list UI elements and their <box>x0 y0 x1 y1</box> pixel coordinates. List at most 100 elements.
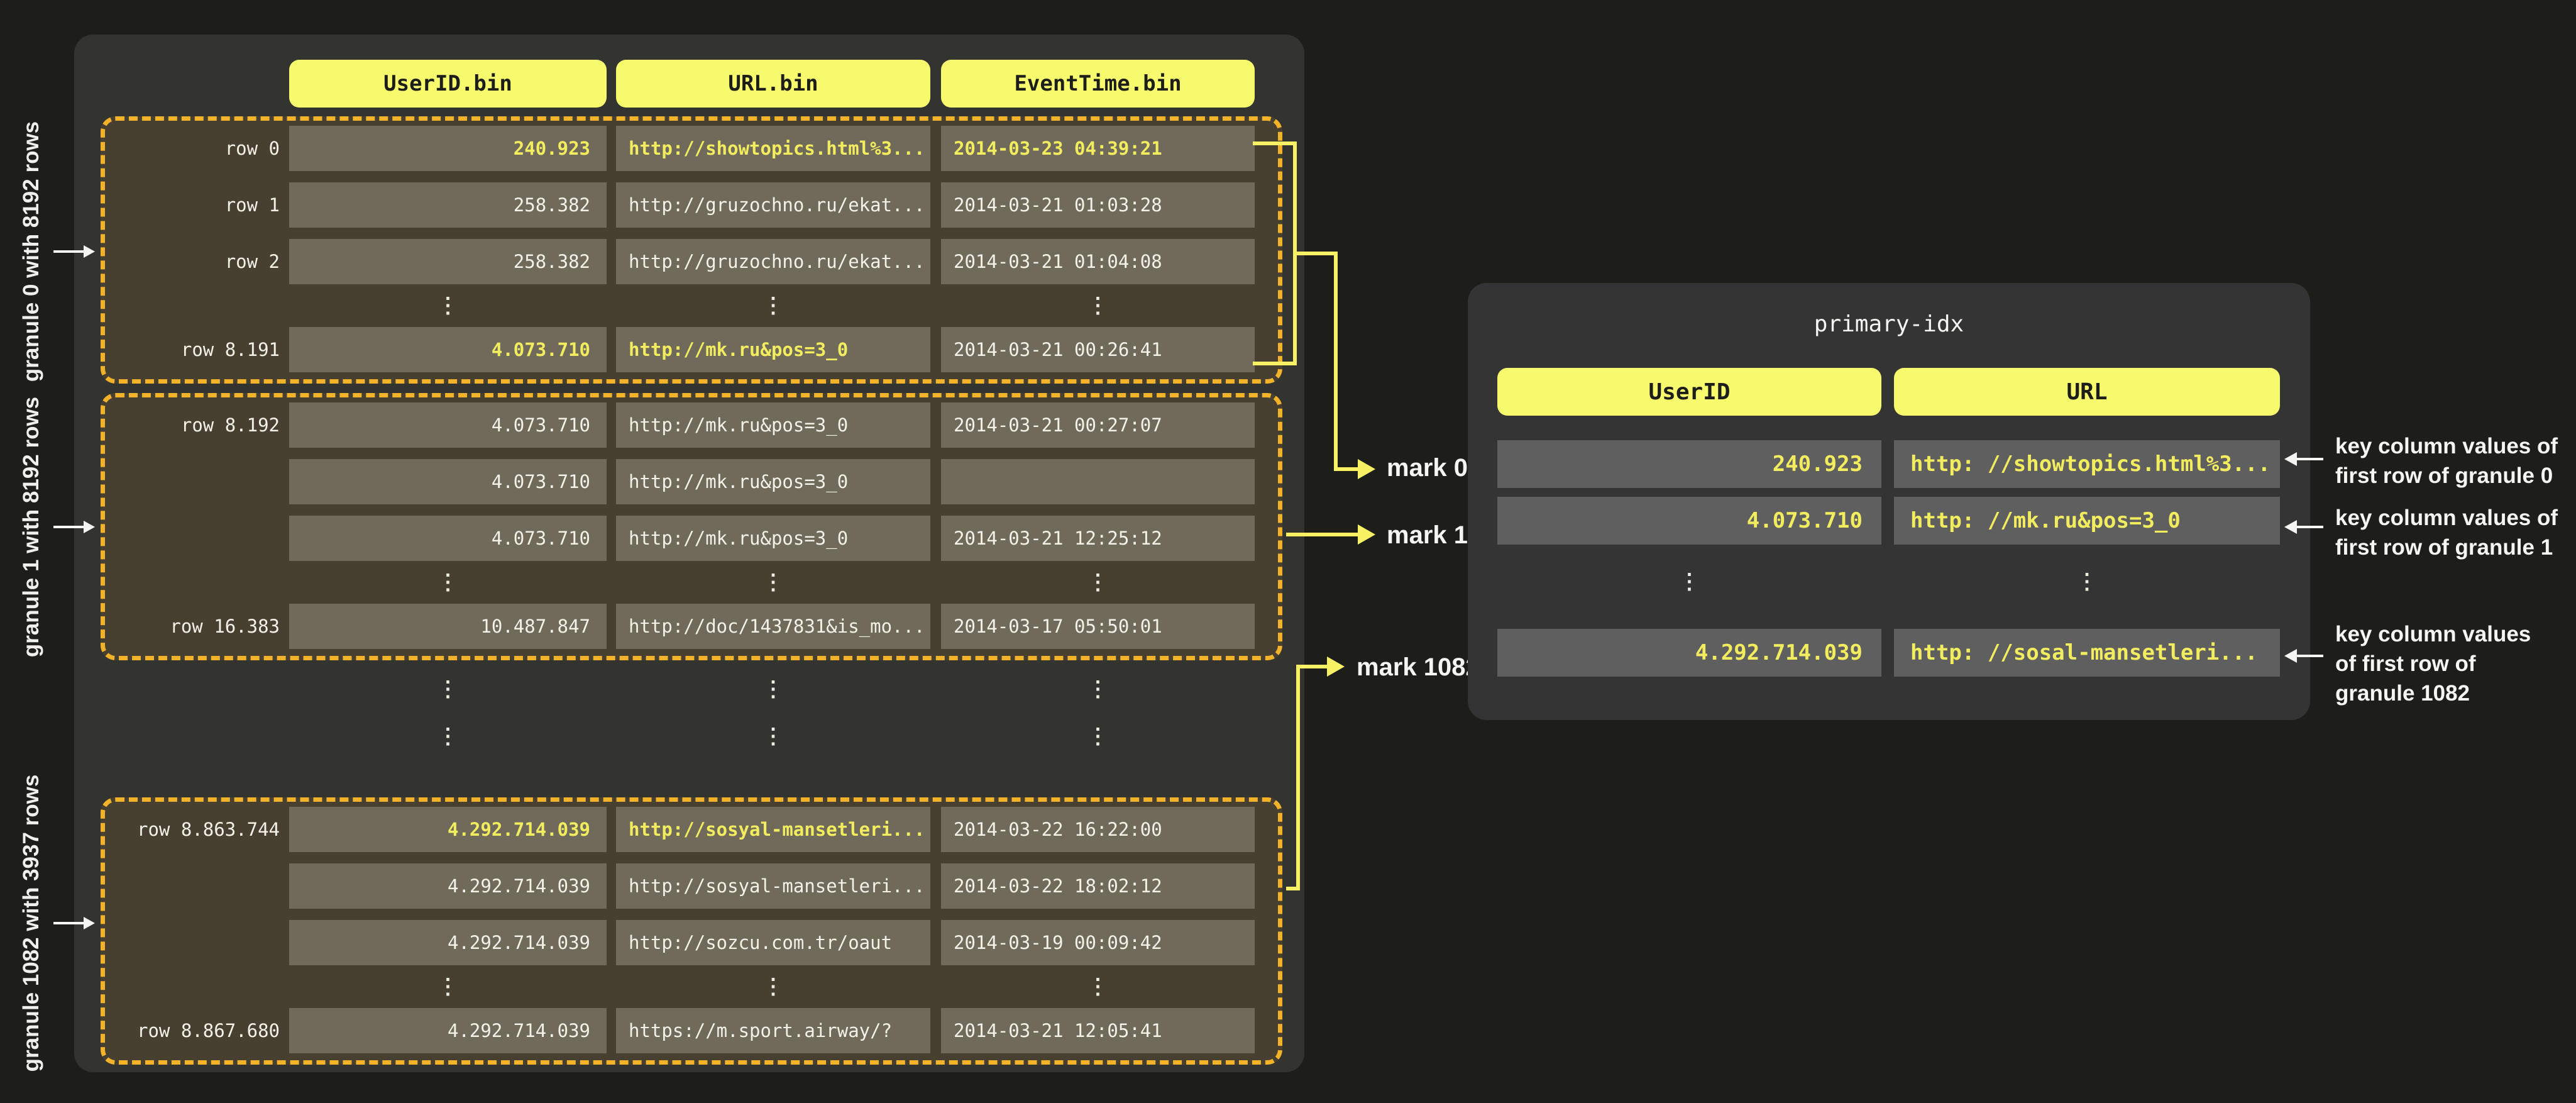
mark-0-connector <box>1253 141 1297 145</box>
mark-1082-connector <box>1286 887 1300 890</box>
row-label: row 2 <box>224 251 280 272</box>
cell-user-id: 4.292.714.039 <box>289 920 607 965</box>
table-row: 4.073.710 http://mk.ru&pos=3_0 <box>0 459 1383 504</box>
vertical-ellipsis-icon: ⋮ <box>762 974 784 999</box>
column-header-url-bin: URL.bin <box>616 60 930 108</box>
column-header-label: UserID.bin <box>383 71 512 96</box>
arrow-right-icon <box>1327 657 1345 677</box>
mark-1082-connector <box>1296 665 1300 890</box>
mark-1-label: mark 1 <box>1387 521 1468 549</box>
column-header-eventtime-bin: EventTime.bin <box>941 60 1255 108</box>
cell-user-id: 258.382 <box>289 182 607 228</box>
row-label: row 8.191 <box>180 339 280 360</box>
row-label: row 8.863.744 <box>137 819 280 840</box>
vertical-ellipsis-icon: ⋮ <box>1678 569 1700 594</box>
arrow-right-icon <box>84 245 95 258</box>
mark-1-connector <box>1286 533 1362 536</box>
cell-user-id: 4.073.710 <box>289 516 607 561</box>
ellipsis-row: ⋮ ⋮ ⋮ <box>0 560 1383 605</box>
vertical-ellipsis-icon: ⋮ <box>1087 724 1109 749</box>
arrow-right-icon <box>1358 524 1375 545</box>
cell-url: http://mk.ru&pos=3_0 <box>616 327 930 372</box>
cell-url: http://gruzochno.ru/ekat... <box>616 182 930 228</box>
table-row: 4.292.714.039 http://sosyal-mansetleri..… <box>0 863 1383 909</box>
annotation-granule-1082: key column values of first row of granul… <box>2335 622 2531 706</box>
granule-1-arrow-line <box>53 526 85 528</box>
cell-url: http://sosyal-mansetleri... <box>616 807 930 852</box>
table-row: row 8.867.680 4.292.714.039 https://m.sp… <box>0 1008 1383 1053</box>
cell-event-time: 2014-03-21 00:26:41 <box>941 327 1255 372</box>
table-row: 4.073.710 http://mk.ru&pos=3_0 2014-03-2… <box>0 516 1383 561</box>
table-row: row 2 258.382 http://gruzochno.ru/ekat..… <box>0 239 1383 284</box>
column-header-label: EventTime.bin <box>1014 71 1182 96</box>
cell-user-id: 240.923 <box>289 126 607 171</box>
column-header-label: URL <box>2066 379 2108 405</box>
cell-user-id: 4.292.714.039 <box>289 863 607 909</box>
cell-event-time: 2014-03-19 00:09:42 <box>941 920 1255 965</box>
cell-event-time: 2014-03-21 00:27:07 <box>941 402 1255 448</box>
ellipsis-row: ⋮ ⋮ ⋮ <box>0 714 1383 759</box>
mark-0-connector <box>1253 362 1297 365</box>
table-row: row 0 240.923 http://showtopics.html%3..… <box>0 126 1383 171</box>
vertical-ellipsis-icon: ⋮ <box>762 293 784 318</box>
table-row: row 1 258.382 http://gruzochno.ru/ekat..… <box>0 182 1383 228</box>
cell-url: http://mk.ru&pos=3_0 <box>616 459 930 504</box>
cell-user-id: 4.292.714.039 <box>289 1008 607 1053</box>
annotation-2-arrow-line <box>2294 655 2323 657</box>
cell-user-id: 4.073.710 <box>289 327 607 372</box>
mark-0-connector <box>1334 252 1338 471</box>
cell-event-time: 2014-03-21 01:03:28 <box>941 182 1255 228</box>
cell-event-time <box>941 459 1255 504</box>
table-row: 4.292.714.039 http://sozcu.com.tr/oaut 2… <box>0 920 1383 965</box>
cell-event-time: 2014-03-17 05:50:01 <box>941 604 1255 649</box>
row-label: row 1 <box>224 194 280 216</box>
vertical-ellipsis-icon: ⋮ <box>2076 569 2098 594</box>
mark-0-connector <box>1334 467 1362 471</box>
arrow-left-icon <box>2284 452 2297 466</box>
ellipsis-row: ⋮ ⋮ ⋮ <box>0 667 1383 712</box>
arrow-left-icon <box>2284 520 2297 534</box>
index-cell-url: http: //showtopics.html%3... <box>1894 440 2280 488</box>
column-header-label: UserID <box>1648 379 1731 405</box>
index-cell-url: http: //sosal-mansetleri... <box>1894 629 2280 677</box>
table-row: row 8.192 4.073.710 http://mk.ru&pos=3_0… <box>0 402 1383 448</box>
arrow-right-icon <box>84 917 95 929</box>
mark-1082-label: mark 1082 <box>1357 653 1480 681</box>
vertical-ellipsis-icon: ⋮ <box>1087 293 1109 318</box>
row-label: row 8.192 <box>180 414 280 436</box>
row-label: row 0 <box>224 138 280 159</box>
vertical-ellipsis-icon: ⋮ <box>437 677 459 702</box>
cell-url: http://showtopics.html%3... <box>616 126 930 171</box>
annotation-0-arrow-line <box>2294 458 2323 460</box>
cell-user-id: 4.073.710 <box>289 459 607 504</box>
cell-user-id: 10.487.847 <box>289 604 607 649</box>
annotation-granule-1: key column values of first row of granul… <box>2335 506 2558 560</box>
table-row: row 8.863.744 4.292.714.039 http://sosya… <box>0 807 1383 852</box>
vertical-ellipsis-icon: ⋮ <box>437 974 459 999</box>
cell-event-time: 2014-03-22 16:22:00 <box>941 807 1255 852</box>
granule-1082-arrow-line <box>53 922 85 924</box>
annotation-1-arrow-line <box>2294 526 2323 528</box>
cell-url: http://gruzochno.ru/ekat... <box>616 239 930 284</box>
index-cell-user-id: 4.073.710 <box>1497 497 1881 545</box>
index-column-header-userid: UserID <box>1497 368 1881 416</box>
cell-event-time: 2014-03-21 12:05:41 <box>941 1008 1255 1053</box>
vertical-ellipsis-icon: ⋮ <box>1087 677 1109 702</box>
column-header-userid-bin: UserID.bin <box>289 60 607 108</box>
cell-url: http://doc/1437831&is_mo... <box>616 604 930 649</box>
cell-url: http://sozcu.com.tr/oaut <box>616 920 930 965</box>
index-cell-user-id: 240.923 <box>1497 440 1881 488</box>
ellipsis-row: ⋮ ⋮ <box>0 559 2098 604</box>
index-cell-user-id: 4.292.714.039 <box>1497 629 1881 677</box>
vertical-ellipsis-icon: ⋮ <box>762 570 784 595</box>
arrow-right-icon <box>1358 459 1375 479</box>
annotation-granule-0: key column values of first row of granul… <box>2335 434 2558 488</box>
vertical-ellipsis-icon: ⋮ <box>1087 974 1109 999</box>
cell-event-time: 2014-03-21 01:04:08 <box>941 239 1255 284</box>
mark-1082-connector <box>1296 665 1331 668</box>
vertical-ellipsis-icon: ⋮ <box>762 724 784 749</box>
table-row: row 16.383 10.487.847 http://doc/1437831… <box>0 604 1383 649</box>
vertical-ellipsis-icon: ⋮ <box>437 570 459 595</box>
ellipsis-row: ⋮ ⋮ ⋮ <box>0 283 1383 328</box>
